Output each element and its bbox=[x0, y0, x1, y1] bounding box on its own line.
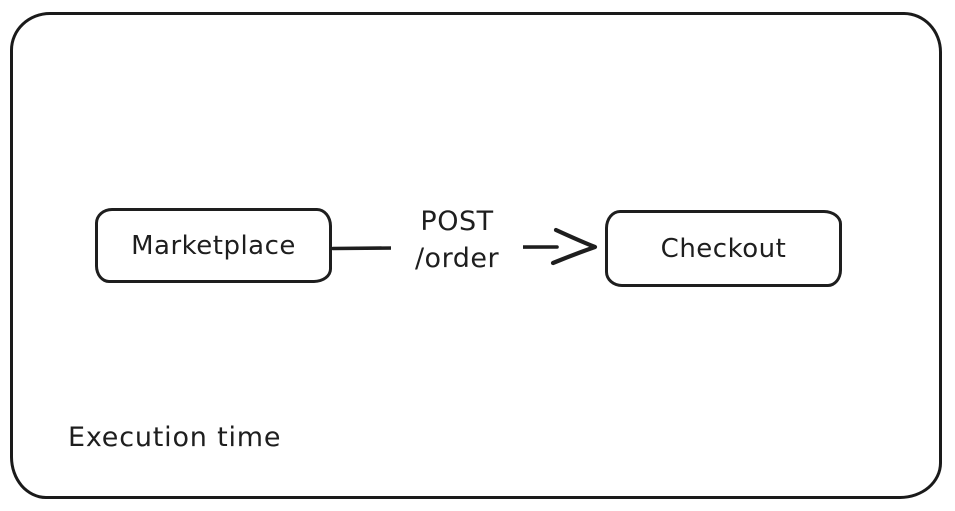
execution-time-caption: Execution time bbox=[68, 422, 282, 453]
node-marketplace: Marketplace bbox=[95, 208, 332, 283]
edge-label-line1: POST bbox=[420, 206, 494, 237]
edge-label-line2: /order bbox=[414, 243, 500, 274]
edge-label-post-order: POST /order bbox=[391, 203, 523, 277]
node-checkout-label: Checkout bbox=[660, 233, 787, 264]
execution-frame bbox=[10, 12, 942, 499]
node-checkout: Checkout bbox=[605, 210, 842, 287]
node-marketplace-label: Marketplace bbox=[131, 230, 296, 261]
